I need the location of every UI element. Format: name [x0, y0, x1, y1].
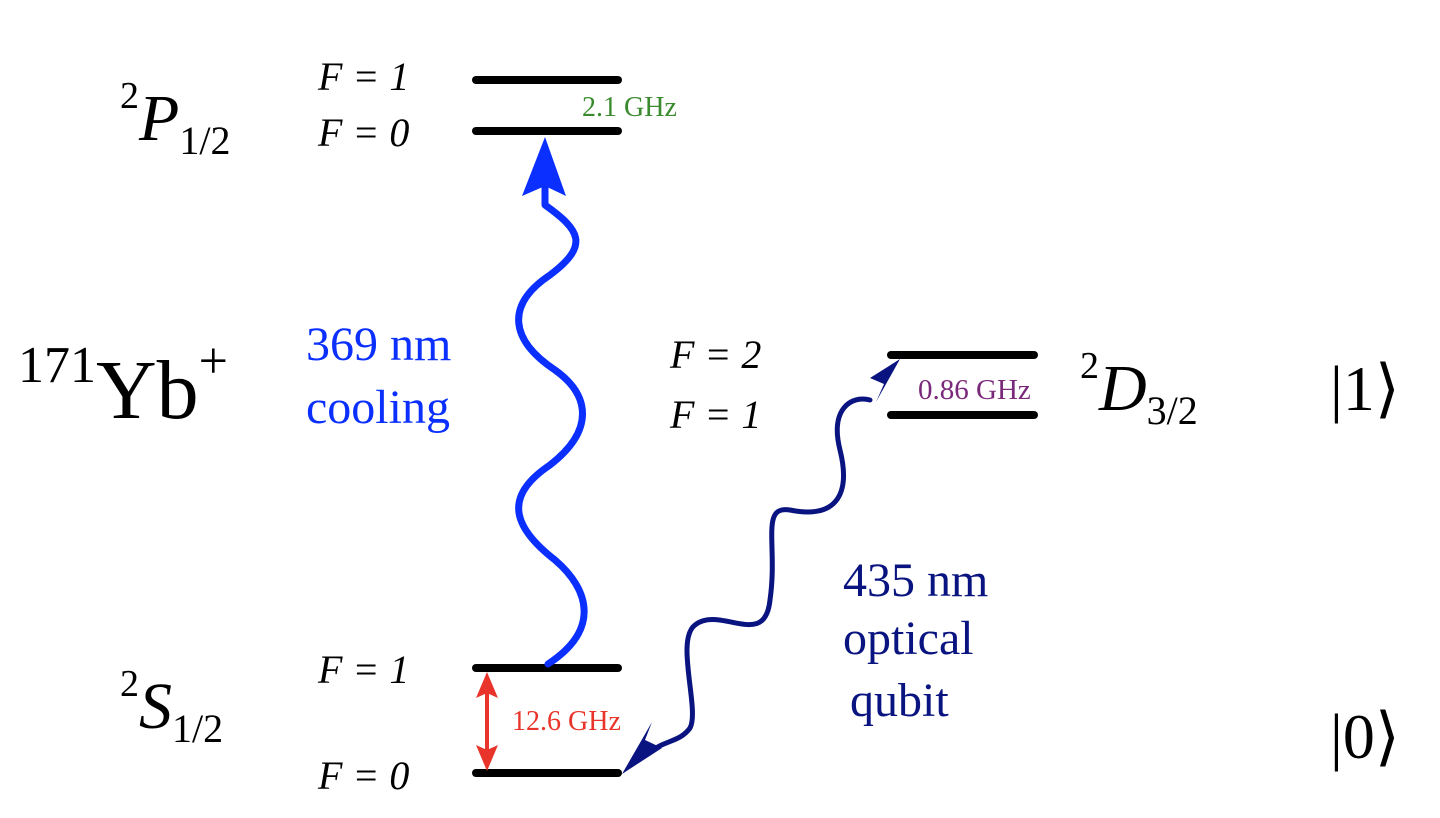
d-upper-f-label: F = 2 — [669, 332, 761, 377]
hyperfine-s-arrow — [476, 672, 498, 771]
optical-qubit-label: qubit — [850, 674, 949, 727]
optical-arrowhead-top — [870, 359, 900, 402]
ket-one-label: |1⟩ — [1330, 353, 1400, 424]
energy-levels — [472, 76, 1038, 777]
optical-wave — [647, 396, 873, 755]
cooling-arrowhead — [522, 137, 566, 196]
p-term-label: 2P1/2 — [120, 75, 230, 163]
s-lower-f-label: F = 0 — [317, 753, 409, 798]
optical-transition — [622, 359, 900, 774]
p-splitting-label: 2.1 GHz — [582, 92, 677, 123]
ket-zero-label: |0⟩ — [1330, 701, 1400, 772]
cooling-purpose-label: cooling — [306, 381, 450, 434]
species-label: 171Yb+ — [18, 333, 228, 437]
s-term-label: 2S1/2 — [120, 663, 223, 751]
s-upper-f-label: F = 1 — [317, 647, 409, 692]
p-upper-f-label: F = 1 — [317, 54, 409, 99]
cooling-transition — [515, 137, 588, 668]
cooling-wave — [515, 181, 588, 668]
cooling-wavelength-label: 369 nm — [306, 318, 451, 371]
optical-arrowhead-bottom — [622, 722, 662, 774]
optical-wavelength-label: 435 nm — [843, 554, 988, 607]
d-term-label: 2D3/2 — [1080, 345, 1198, 433]
d-splitting-label: 0.86 GHz — [918, 374, 1031, 406]
p-lower-f-label: F = 0 — [317, 110, 409, 155]
optical-purpose-label: optical — [843, 612, 974, 665]
s-splitting-label: 12.6 GHz — [512, 706, 621, 737]
d-lower-f-label: F = 1 — [669, 392, 761, 437]
